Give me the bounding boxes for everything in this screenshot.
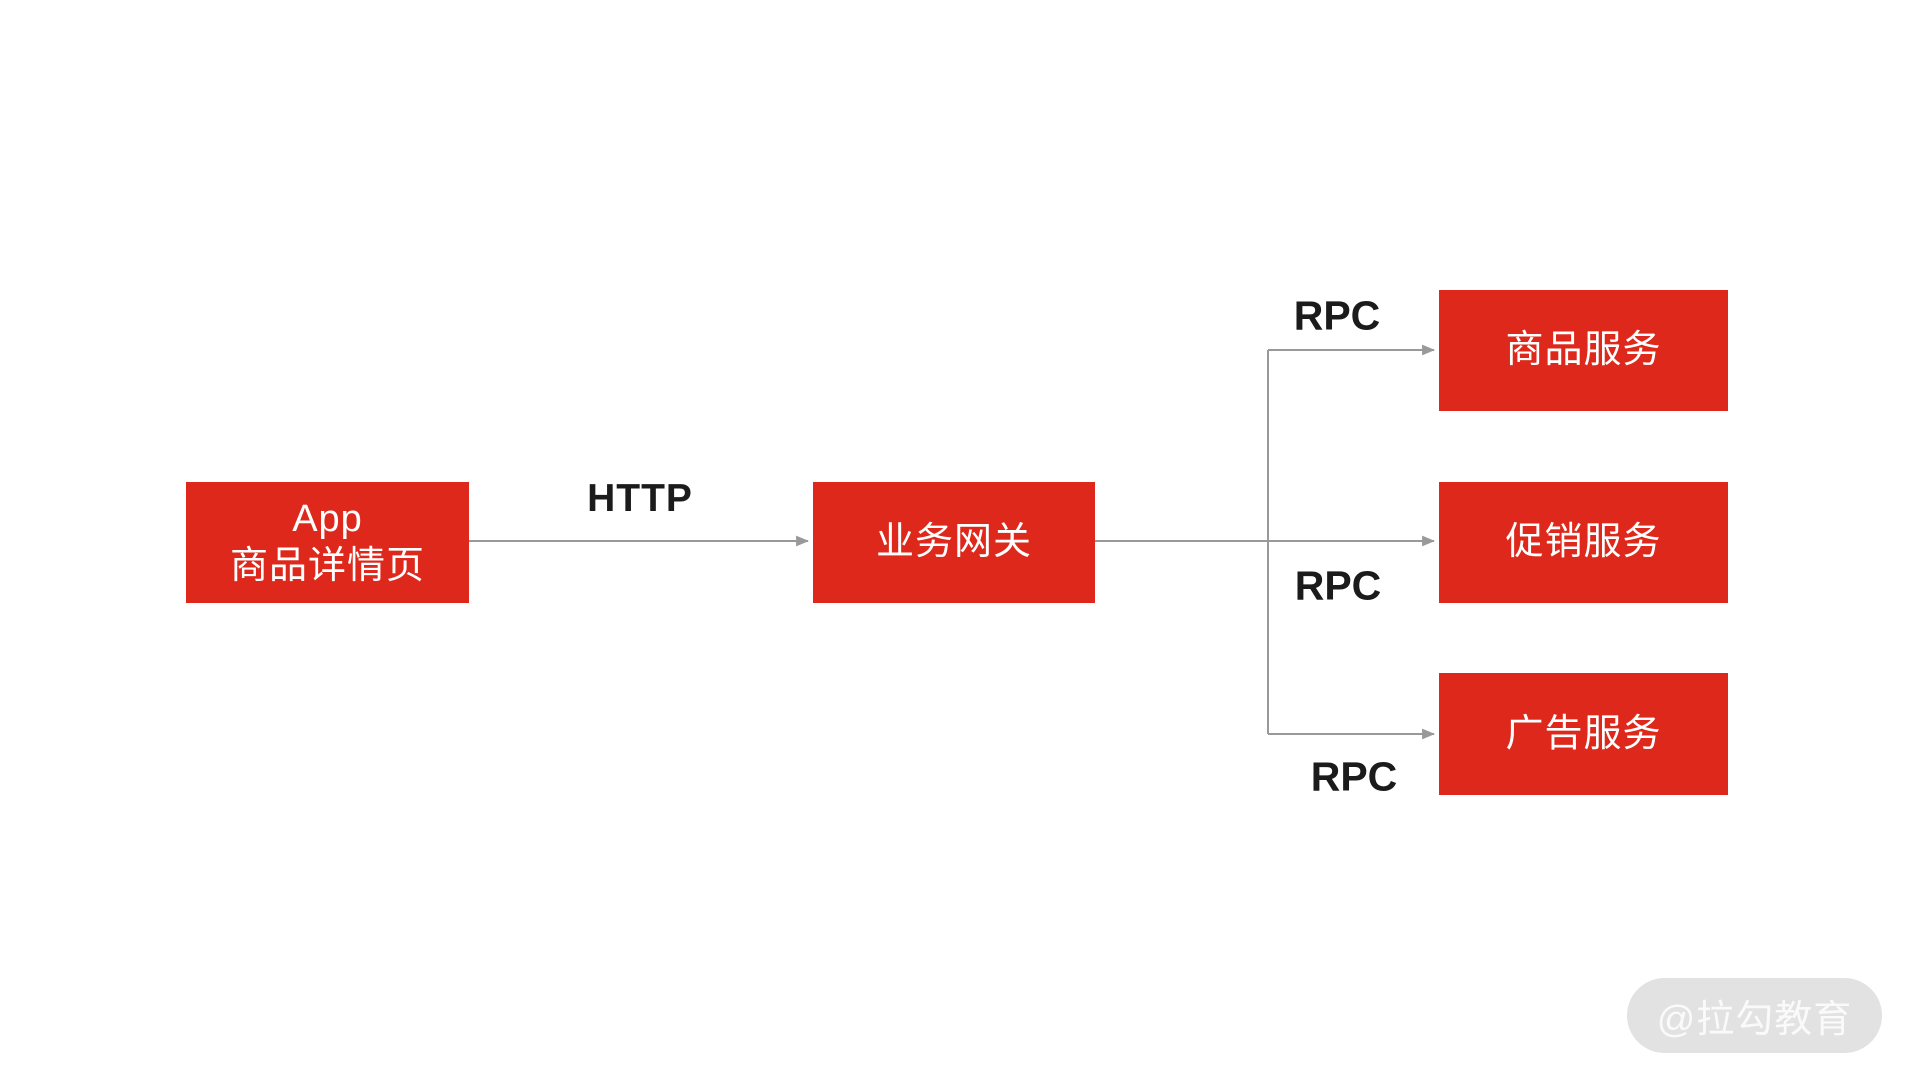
watermark-badge: @拉勾教育 — [1627, 978, 1882, 1053]
node-app: App 商品详情页 — [186, 482, 469, 603]
edge-label-rpc-promotion: RPC — [1294, 562, 1382, 609]
node-gateway: 业务网关 — [813, 482, 1095, 603]
node-ad-service-label: 广告服务 — [1505, 712, 1662, 755]
node-promotion-service: 促销服务 — [1439, 482, 1728, 603]
edge-label-rpc-ad: RPC — [1310, 753, 1398, 800]
node-promotion-service-label: 促销服务 — [1505, 521, 1662, 563]
node-product-service-label: 商品服务 — [1505, 329, 1662, 371]
edge-label-http: HTTP — [587, 477, 693, 520]
node-gateway-label: 业务网关 — [875, 521, 1032, 563]
node-app-label-line2: 商品详情页 — [229, 544, 425, 587]
watermark-text: @拉勾教育 — [1656, 999, 1853, 1041]
node-ad-service: 广告服务 — [1439, 673, 1728, 795]
node-app-label-line1: App — [292, 497, 363, 540]
edge-label-rpc-product: RPC — [1293, 292, 1381, 339]
node-product-service: 商品服务 — [1439, 290, 1728, 411]
